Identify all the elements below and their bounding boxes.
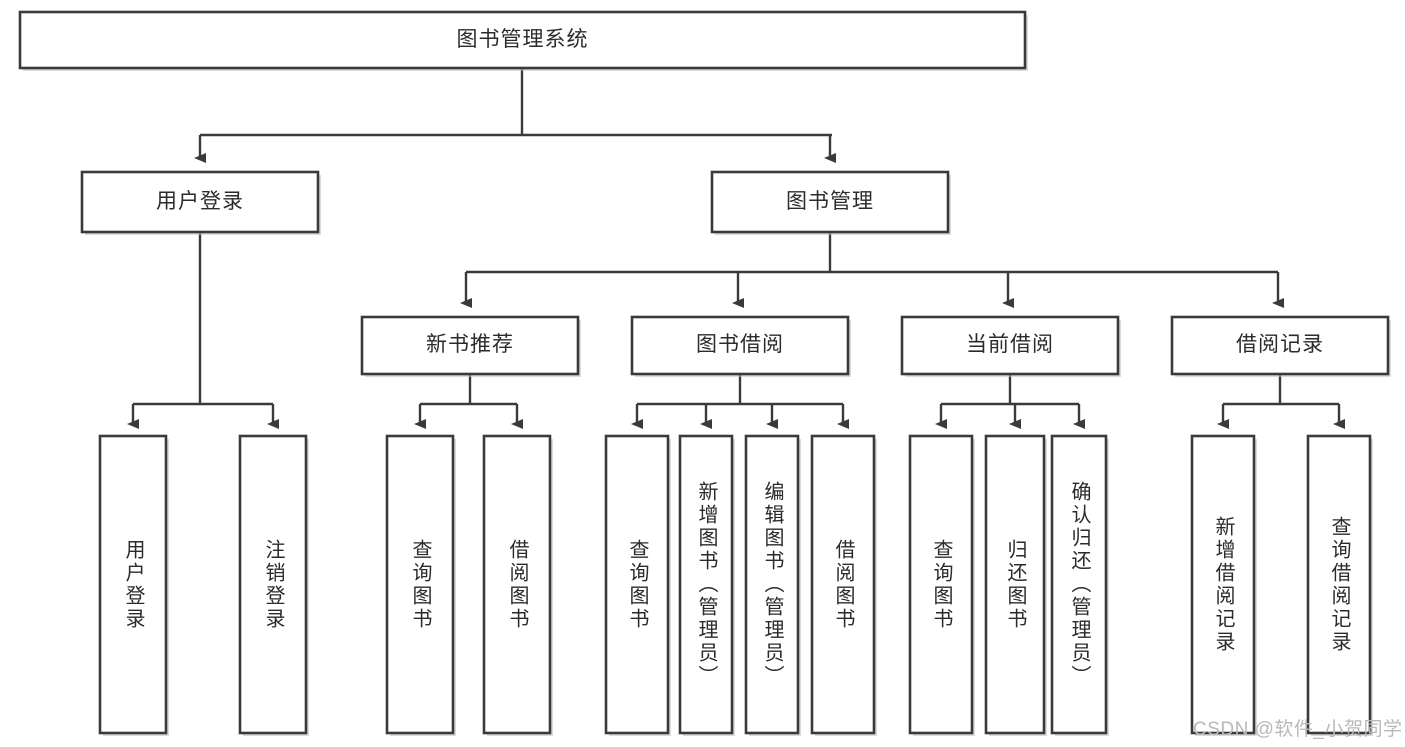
connector-group-user-login [127, 232, 279, 429]
node-box-leaf-query-book-borrow[interactable] [604, 434, 670, 735]
node-box-leaf-borrow-book[interactable] [810, 434, 876, 735]
node-box-root[interactable] [18, 10, 1027, 70]
node-box-user-login[interactable] [80, 170, 320, 234]
node-boxes-layer [18, 10, 1391, 736]
node-box-leaf-edit-book[interactable] [744, 434, 800, 735]
connector-group-book-manage [460, 232, 1284, 308]
connector-group-current-borrow [935, 374, 1085, 429]
node-box-leaf-query-book-recommend[interactable] [385, 434, 455, 735]
node-box-borrow-record[interactable] [1170, 315, 1390, 376]
node-box-book-borrow[interactable] [630, 315, 850, 376]
node-box-book-manage[interactable] [710, 170, 950, 234]
node-box-current-borrow[interactable] [900, 315, 1120, 376]
node-box-leaf-add-borrow-record[interactable] [1190, 434, 1256, 735]
connector-group-new-book-recommend [414, 374, 523, 429]
node-box-leaf-query-borrow-record[interactable] [1306, 434, 1372, 735]
node-box-leaf-confirm-return[interactable] [1050, 434, 1108, 735]
connector-group-root [194, 68, 836, 163]
node-box-new-book-recommend[interactable] [360, 315, 580, 376]
connector-group-borrow-record [1217, 374, 1345, 429]
node-box-leaf-user-login[interactable] [98, 434, 168, 735]
node-box-leaf-return-book[interactable] [984, 434, 1046, 735]
node-box-leaf-query-book-current[interactable] [908, 434, 974, 735]
node-box-leaf-borrow-book-recommend[interactable] [482, 434, 552, 735]
node-box-leaf-add-book[interactable] [678, 434, 734, 735]
connector-group-book-borrow [631, 374, 849, 429]
node-box-leaf-user-logout[interactable] [238, 434, 308, 735]
